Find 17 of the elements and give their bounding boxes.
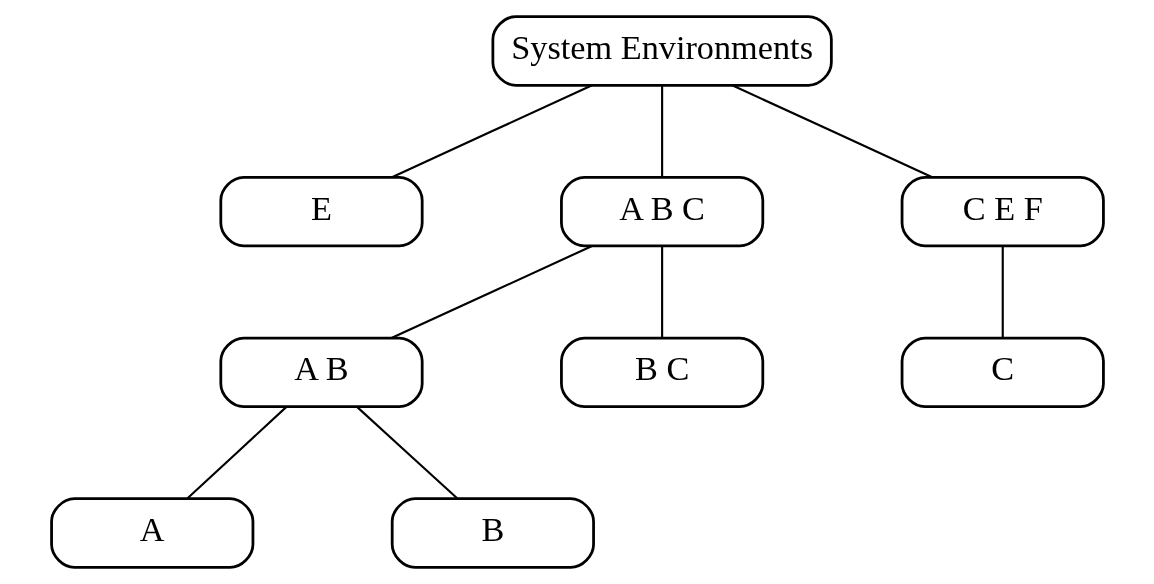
connector bbox=[391, 245, 592, 339]
connector bbox=[660, 246, 663, 338]
node-box: B bbox=[390, 497, 595, 569]
node-box: B C bbox=[559, 336, 764, 408]
node-box: E bbox=[218, 176, 424, 248]
node-box: A B bbox=[218, 336, 424, 408]
connector bbox=[391, 84, 592, 179]
node-box: A bbox=[49, 497, 254, 569]
node-box: System Environments bbox=[491, 15, 833, 87]
connector bbox=[355, 406, 458, 500]
connector bbox=[186, 406, 287, 500]
connector bbox=[660, 85, 663, 178]
node-box: C E F bbox=[900, 176, 1105, 248]
node-box: A B C bbox=[559, 176, 764, 248]
connector bbox=[1001, 246, 1004, 338]
connector bbox=[731, 84, 933, 179]
node-box: C bbox=[900, 336, 1105, 408]
